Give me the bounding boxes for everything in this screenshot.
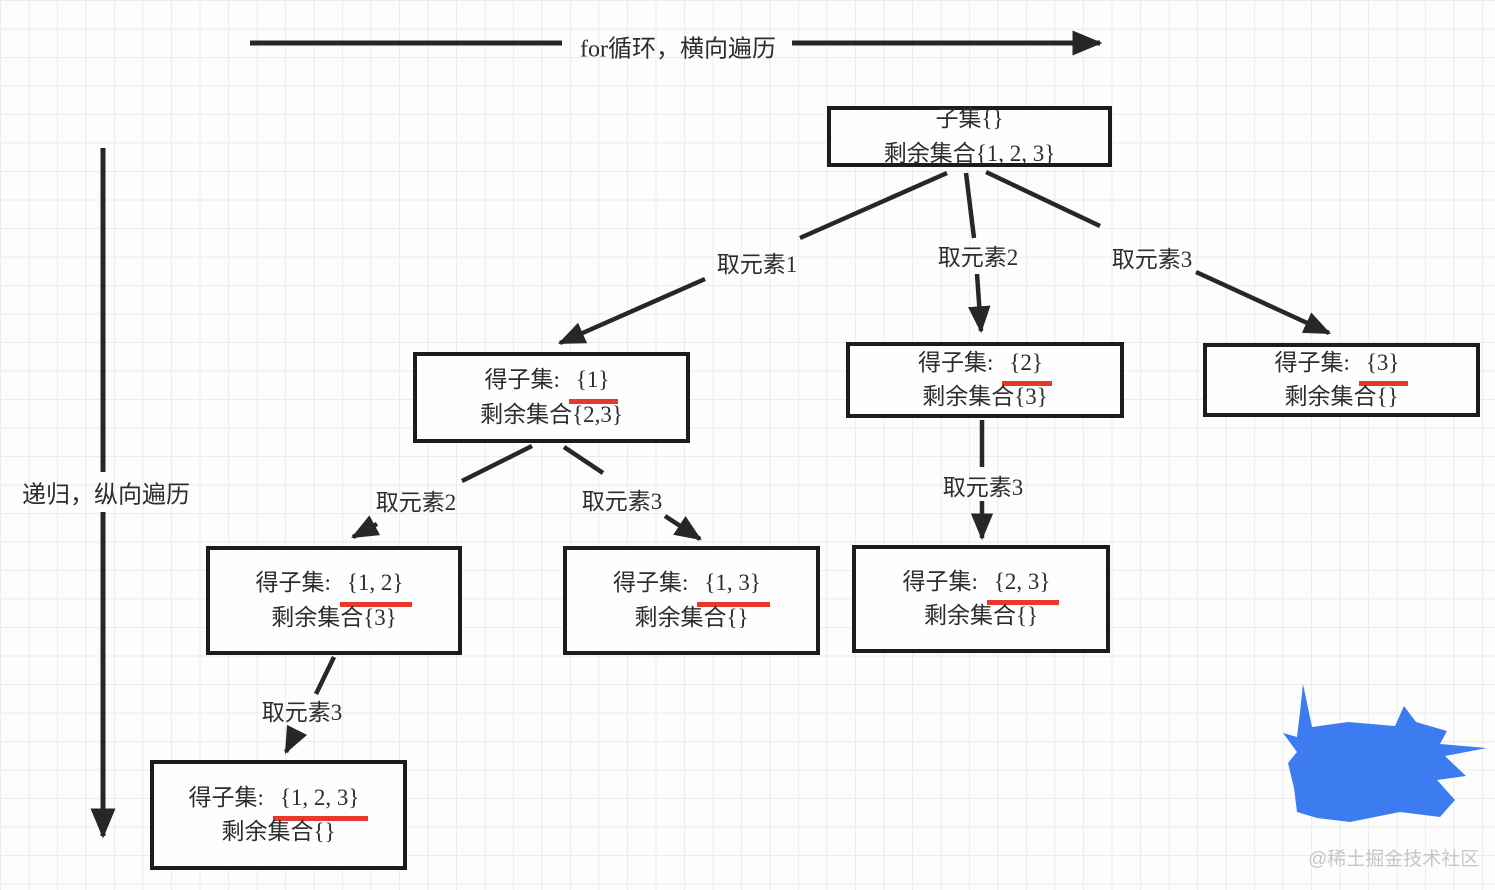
edge-subset1-to-subset12-a [460,443,534,484]
node-subset-1: 得子集: {1} 剩余集合{2,3} [413,352,690,443]
edge-root-to-subset1-b [557,276,706,346]
node-subset-1-2-3-value-underlined: {1, 2, 3} [272,781,369,821]
node-subset-1-value-underlined: {1} [568,363,619,404]
node-subset-3: 得子集: {3} 剩余集合{} [1203,343,1480,417]
node-subset-3-line2: 剩余集合{} [1284,384,1399,409]
node-subset-1-2-line2: 剩余集合{3} [271,604,397,630]
edge-label-take-element-1: 取元素1 [716,252,798,277]
watermark-text: @稀土掘金技术社区 [1308,849,1480,870]
node-subset-1-3: 得子集: {1, 3} 剩余集合{} [563,546,820,655]
node-subset-1-3-prefix: 得子集: [613,570,689,595]
horizontal-axis-label: for循环，横向遍历 [580,36,776,63]
node-subset-1-prefix: 得子集: [484,367,560,392]
node-subset-2-3: 得子集: {2, 3} 剩余集合{} [852,545,1110,653]
node-subset-3-value-underlined: {3} [1358,346,1409,386]
node-subset-2-3-line2: 剩余集合{} [923,603,1039,628]
node-subset-1-2-3-line2: 剩余集合{} [221,819,336,844]
edge-subset12-to-subset123-b [283,724,308,755]
edge-subset1-to-subset13-b [663,514,702,541]
node-subset-1-2: 得子集: {1, 2} 剩余集合{3} [206,546,462,655]
edge-subset1-to-subset12-b [351,515,381,539]
node-subset-1-2-3: 得子集: {1, 2, 3} 剩余集合{} [150,760,407,870]
edge-label-take-element-3b: 取元素3 [581,489,663,514]
node-subset-1-3-value-underlined: {1, 3} [697,566,770,607]
node-subset-1-2-prefix: 得子集: [255,570,331,595]
node-subset-3-prefix: 得子集: [1274,349,1350,375]
node-subset-2-value-underlined: {2} [1002,346,1052,386]
node-subset-1-2-3-prefix: 得子集: [188,784,264,810]
node-root: 子集{} 剩余集合{1, 2, 3} [827,106,1112,167]
node-subset-1-line2: 剩余集合{2,3} [480,401,623,427]
edge-subset1-to-subset13-a [562,445,605,475]
node-subset-2: 得子集: {2} 剩余集合{3} [846,342,1124,418]
node-root-line1: 子集{} [935,106,1004,131]
edge-root-to-subset2-a [963,172,977,239]
edge-root-to-subset3-b [1195,269,1332,336]
edge-root-to-subset3-a [985,169,1101,229]
node-subset-2-3-value-underlined: {2, 3} [986,565,1060,605]
node-subset-1-2-value-underlined: {1, 2} [339,566,413,607]
edge-root-to-subset2-b [968,273,991,334]
edge-label-take-element-2: 取元素2 [937,245,1019,270]
node-subset-2-line2: 剩余集合{3} [922,384,1048,409]
edge-label-take-element-3: 取元素3 [1111,247,1193,272]
node-root-line2: 剩余集合{1, 2, 3} [883,140,1056,166]
node-subset-2-prefix: 得子集: [918,349,994,375]
edge-label-take-element-2b: 取元素2 [375,490,457,515]
vertical-axis-label: 递归，纵向遍历 [22,482,190,509]
edge-label-take-element-3d: 取元素3 [261,700,343,725]
edge-root-to-subset1-a [799,170,948,241]
node-subset-1-3-line2: 剩余集合{} [634,604,749,630]
edge-subset12-to-subset123-a [313,656,337,695]
blue-scribble [1283,684,1487,822]
edge-label-take-element-3c: 取元素3 [942,475,1024,500]
node-subset-2-3-prefix: 得子集: [902,568,978,594]
